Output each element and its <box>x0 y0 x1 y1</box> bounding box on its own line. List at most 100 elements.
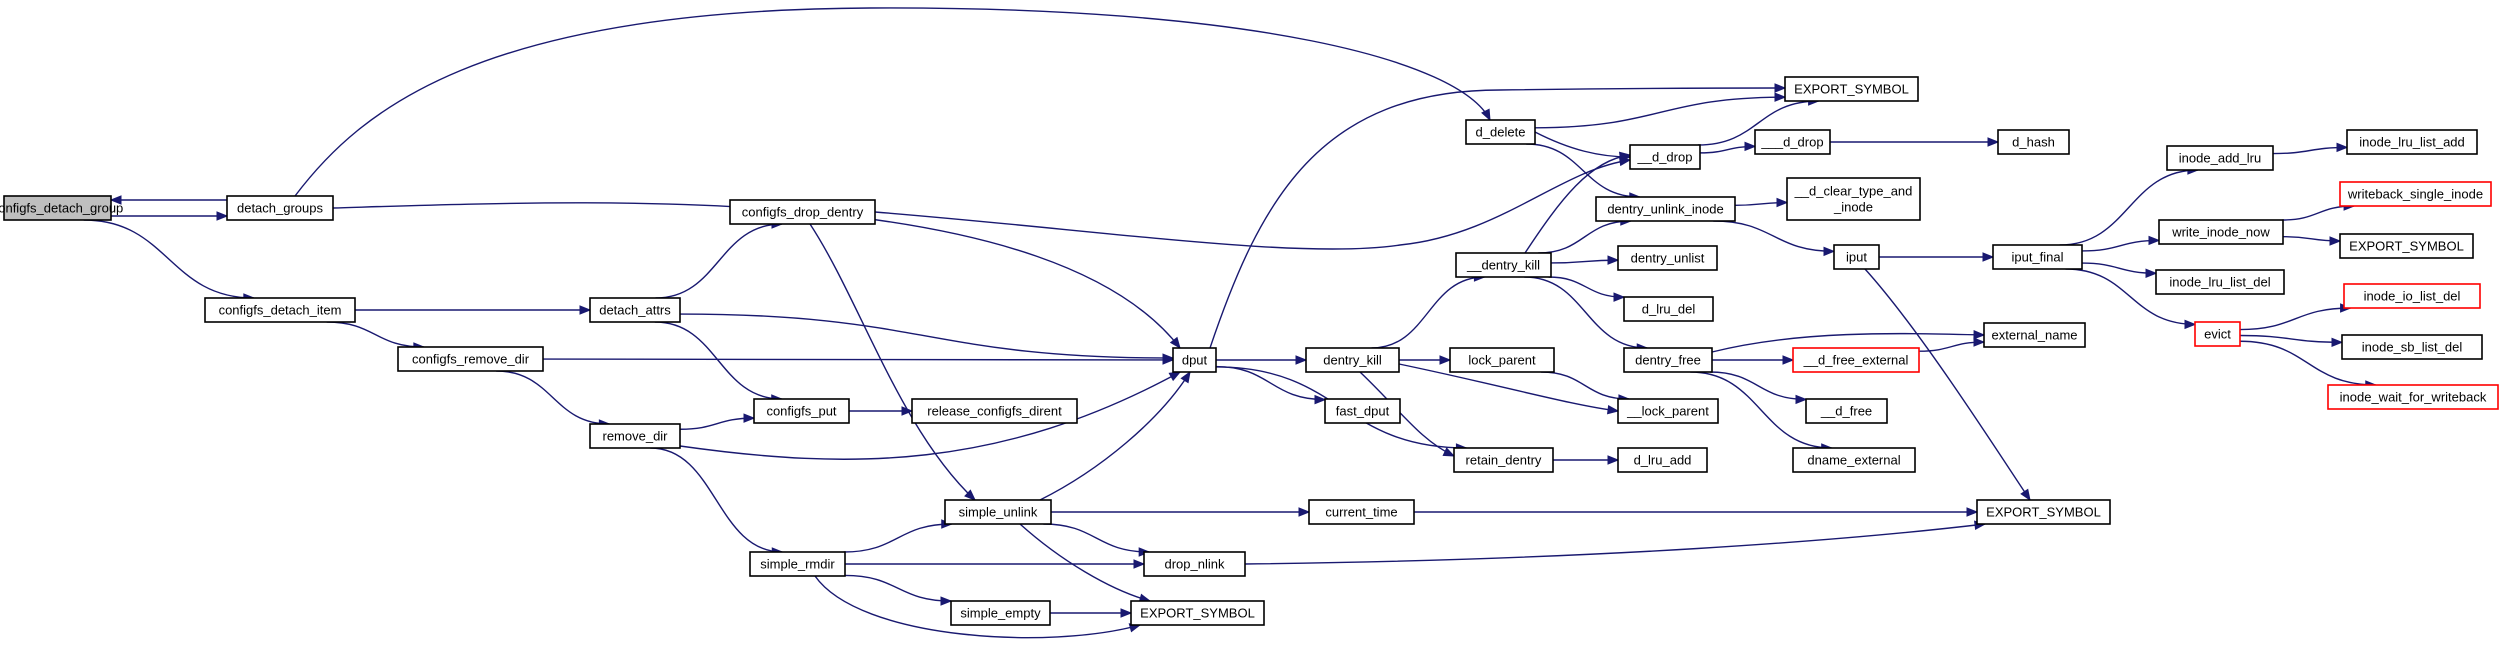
edge-write_inode_now-to-export_symbol_right <box>2282 235 2342 246</box>
node-dentry-free[interactable]: dentry_free <box>1623 347 1713 373</box>
node-inode-sb-list-del[interactable]: inode_sb_list_del <box>2341 334 2483 360</box>
node-current-time[interactable]: current_time <box>1308 499 1415 525</box>
node---dentry-kill[interactable]: __dentry_kill <box>1455 252 1552 278</box>
node-label: _inode <box>1833 200 1873 215</box>
node-box <box>589 423 681 449</box>
edge-dput-to-dentry_kill <box>1216 355 1308 365</box>
node-box <box>1595 196 1736 222</box>
node-configfs-put[interactable]: configfs_put <box>753 398 850 424</box>
node-dname-external[interactable]: dname_external <box>1792 447 1916 473</box>
edge-dentry_unlink_inode-to-iput <box>1713 220 1836 257</box>
node-label: drop_nlink <box>1165 557 1225 572</box>
edge-__dentry_kill-to-dentry_unlist <box>1550 255 1620 265</box>
node-box <box>2194 321 2241 347</box>
node---d-drop[interactable]: __d_drop <box>1629 144 1701 170</box>
node-box <box>1623 296 1714 322</box>
node---d-free[interactable]: __d_free <box>1805 398 1888 424</box>
node-box <box>1786 177 1921 221</box>
edge-configfs_detach_group-to-configfs_detach_item <box>83 219 256 303</box>
node-d-lru-del[interactable]: d_lru_del <box>1623 296 1714 322</box>
edge-dentry_unlink_inode-to-__d_clear_type_and_inode <box>1734 197 1789 208</box>
node-fast-dput[interactable]: fast_dput <box>1324 398 1401 424</box>
node-iput-final[interactable]: iput_final <box>1992 244 2083 270</box>
edge-simple_rmdir-to-simple_unlink <box>843 519 954 553</box>
node-inode-io-list-del[interactable]: inode_io_list_del <box>2343 283 2481 309</box>
node-box <box>2166 145 2274 171</box>
node-box <box>1805 398 1888 424</box>
edge-configfs_drop_dentry-to-simple_unlink <box>809 223 976 501</box>
node-dentry-unlink-inode[interactable]: dentry_unlink_inode <box>1595 196 1736 222</box>
node-dentry-unlist[interactable]: dentry_unlist <box>1617 245 1718 271</box>
node-inode-add-lru[interactable]: inode_add_lru <box>2166 145 2274 171</box>
node-configfs-detach-item[interactable]: configfs_detach_item <box>204 297 356 323</box>
node---lock-parent[interactable]: __lock_parent <box>1617 398 1719 424</box>
node-export-symbol-bottom[interactable]: EXPORT_SYMBOL <box>1130 600 1265 626</box>
node-label: EXPORT_SYMBOL <box>1140 606 1255 621</box>
node-remove-dir[interactable]: remove_dir <box>589 423 681 449</box>
node-write-inode-now[interactable]: write_inode_now <box>2158 219 2284 245</box>
edge-drop_nlink-to-export_symbol_mid <box>1244 520 1987 565</box>
node-box <box>944 499 1052 525</box>
edge-inode_add_lru-to-inode_lru_list_add <box>2272 142 2349 155</box>
node-label: simple_unlink <box>959 505 1038 520</box>
node-label: d_delete <box>1476 125 1526 140</box>
node-box <box>2346 129 2478 155</box>
node-box <box>1617 447 1708 473</box>
node-label: configfs_detach_group <box>0 201 123 216</box>
node---d-free-external[interactable]: __d_free_external <box>1792 347 1920 373</box>
node-label: remove_dir <box>602 429 668 444</box>
node-label: inode_lru_list_add <box>2359 135 2465 150</box>
node-label: writeback_single_inode <box>2347 187 2483 202</box>
node-export-symbol-mid[interactable]: EXPORT_SYMBOL <box>1976 499 2111 525</box>
node-dentry-kill[interactable]: dentry_kill <box>1305 347 1400 373</box>
node-label: dentry_unlist <box>1631 251 1705 266</box>
node----d-drop[interactable]: ___d_drop <box>1754 129 1831 155</box>
node-label: inode_add_lru <box>2179 151 2261 166</box>
node-lock-parent[interactable]: lock_parent <box>1449 347 1555 373</box>
node-box <box>1983 322 2086 348</box>
node-external-name[interactable]: external_name <box>1983 322 2086 348</box>
node-evict[interactable]: evict <box>2194 321 2241 347</box>
node-drop-nlink[interactable]: drop_nlink <box>1143 551 1246 577</box>
node-box <box>1143 551 1246 577</box>
node-dput[interactable]: dput <box>1172 347 1217 373</box>
node-box <box>226 195 334 221</box>
node-release-configfs-dirent[interactable]: release_configfs_dirent <box>911 398 1078 424</box>
node-configfs-remove-dir[interactable]: configfs_remove_dir <box>397 346 544 372</box>
node-label: configfs_drop_dentry <box>742 205 864 220</box>
node-simple-unlink[interactable]: simple_unlink <box>944 499 1052 525</box>
node-configfs-drop-dentry[interactable]: configfs_drop_dentry <box>729 199 876 225</box>
node-detach-attrs[interactable]: detach_attrs <box>589 297 681 323</box>
node-writeback-single-inode[interactable]: writeback_single_inode <box>2339 181 2492 207</box>
node-retain-dentry[interactable]: retain_dentry <box>1453 447 1554 473</box>
node-inode-lru-list-add[interactable]: inode_lru_list_add <box>2346 129 2478 155</box>
node-box <box>1754 129 1831 155</box>
edge-dentry_kill-to-__dentry_kill <box>1371 272 1486 349</box>
node-export-symbol-right[interactable]: EXPORT_SYMBOL <box>2339 233 2474 259</box>
node-box <box>397 346 544 372</box>
edge-__dentry_kill-to-dentry_unlink_inode <box>1538 216 1633 254</box>
node-box <box>3 195 112 221</box>
edge-current_time-to-export_symbol_mid <box>1414 507 1979 517</box>
node-export-symbol-top[interactable]: EXPORT_SYMBOL <box>1784 76 1919 102</box>
edge-simple_unlink-to-export_symbol_bottom <box>1019 523 1152 603</box>
edge-configfs_drop_dentry-to-__d_drop <box>874 156 1632 250</box>
node-simple-empty[interactable]: simple_empty <box>950 600 1051 626</box>
node-iput[interactable]: iput <box>1833 244 1880 270</box>
node-box <box>1324 398 1401 424</box>
edge-simple_unlink-to-current_time <box>1051 507 1311 517</box>
node-d-delete[interactable]: d_delete <box>1465 119 1536 145</box>
node-configfs-detach-group[interactable]: configfs_detach_group <box>0 195 123 221</box>
node-d-hash[interactable]: d_hash <box>1997 129 2070 155</box>
node-simple-rmdir[interactable]: simple_rmdir <box>749 551 846 577</box>
node-box <box>2158 219 2284 245</box>
node---d-clear-type-and-inode[interactable]: __d_clear_type_and_inode <box>1786 177 1921 221</box>
node-d-lru-add[interactable]: d_lru_add <box>1617 447 1708 473</box>
node-label: inode_sb_list_del <box>2362 340 2463 355</box>
node-box <box>1465 119 1536 145</box>
node-detach-groups[interactable]: detach_groups <box>226 195 334 221</box>
edge-simple_rmdir-to-drop_nlink <box>844 559 1146 569</box>
node-inode-lru-list-del[interactable]: inode_lru_list_del <box>2155 269 2285 295</box>
node-label: dput <box>1182 353 1208 368</box>
node-inode-wait-for-writeback[interactable]: inode_wait_for_writeback <box>2327 384 2499 410</box>
